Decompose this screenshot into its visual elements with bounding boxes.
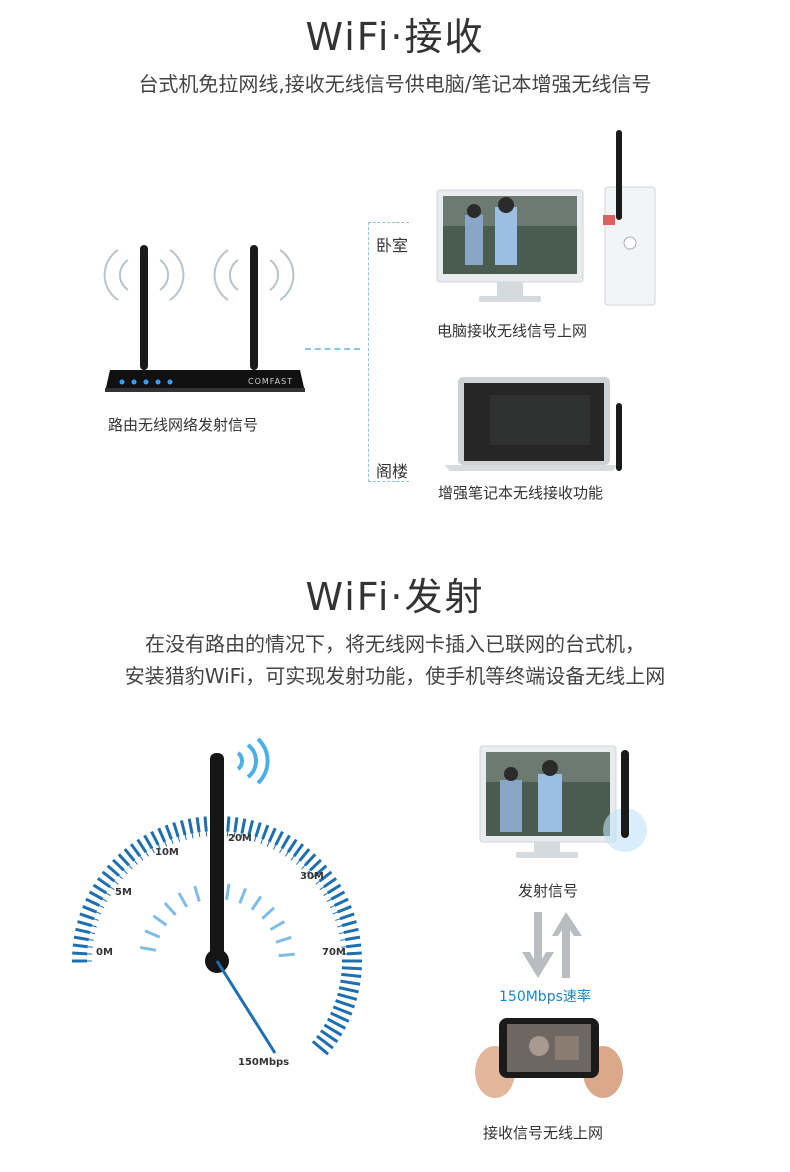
section1-subtitle: 台式机免拉网线,接收无线信号供电脑/笔记本增强无线信号 <box>138 72 652 96</box>
laptop-usb-antenna <box>616 403 622 471</box>
laptop-illustration <box>444 377 622 471</box>
router-illustration <box>103 245 305 392</box>
router-antenna-left <box>140 245 148 370</box>
section1-title: WiFi·接收 <box>305 15 485 59</box>
gauge-label-0: 0M <box>96 947 113 958</box>
section2-line1: 在没有路由的情况下，将无线网卡插入已联网的台式机， <box>145 632 645 656</box>
gauge-label-30: 30M <box>300 871 324 882</box>
desktop-pc-illustration <box>436 130 656 306</box>
phone-caption: 接收信号无线上网 <box>483 1124 604 1142</box>
gauge-needle <box>215 960 277 1054</box>
transmit-antenna <box>621 750 629 838</box>
wifi-signal-icon <box>236 737 270 785</box>
connector-bracket <box>368 222 409 482</box>
rate-caption: 150Mbps速率 <box>499 989 591 1005</box>
gauge-label-5: 5M <box>115 887 132 898</box>
usb-antenna <box>616 130 622 220</box>
router-caption: 路由无线网络发射信号 <box>108 416 259 434</box>
phone-illustration <box>475 1018 623 1098</box>
gauge-label-20: 20M <box>228 833 252 844</box>
bidirectional-arrows-icon <box>522 912 582 978</box>
gauge-label-150: 150Mbps <box>238 1057 289 1068</box>
router-antenna-right <box>250 245 258 370</box>
section2-line2: 安装猎豹WiFi，可实现发射功能，使手机等终端设备无线上网 <box>124 664 666 688</box>
pc-caption: 电脑接收无线信号上网 <box>437 322 588 340</box>
router-signal-right-icon <box>213 249 295 301</box>
gauge-label-10: 10M <box>155 847 179 858</box>
laptop-caption: 增强笔记本无线接收功能 <box>438 484 604 502</box>
room-bedroom-label: 卧室 <box>376 236 409 255</box>
room-attic-label: 阁楼 <box>376 462 409 481</box>
connector-line <box>305 348 360 350</box>
router-body <box>105 370 305 392</box>
section2-title: WiFi·发射 <box>305 575 485 619</box>
speed-gauge: 0M 5M 10M 20M 30M 70M 150Mbps <box>72 737 362 1068</box>
laptop-base <box>444 465 618 471</box>
transmit-caption: 发射信号 <box>518 882 579 900</box>
gauge-ticks <box>72 816 362 1056</box>
gauge-antenna <box>210 753 224 963</box>
router-signal-left-icon <box>103 249 185 301</box>
router-brand-label: COMFAST <box>248 377 294 386</box>
gauge-label-70: 70M <box>322 947 346 958</box>
transmit-pc-illustration <box>479 745 647 858</box>
